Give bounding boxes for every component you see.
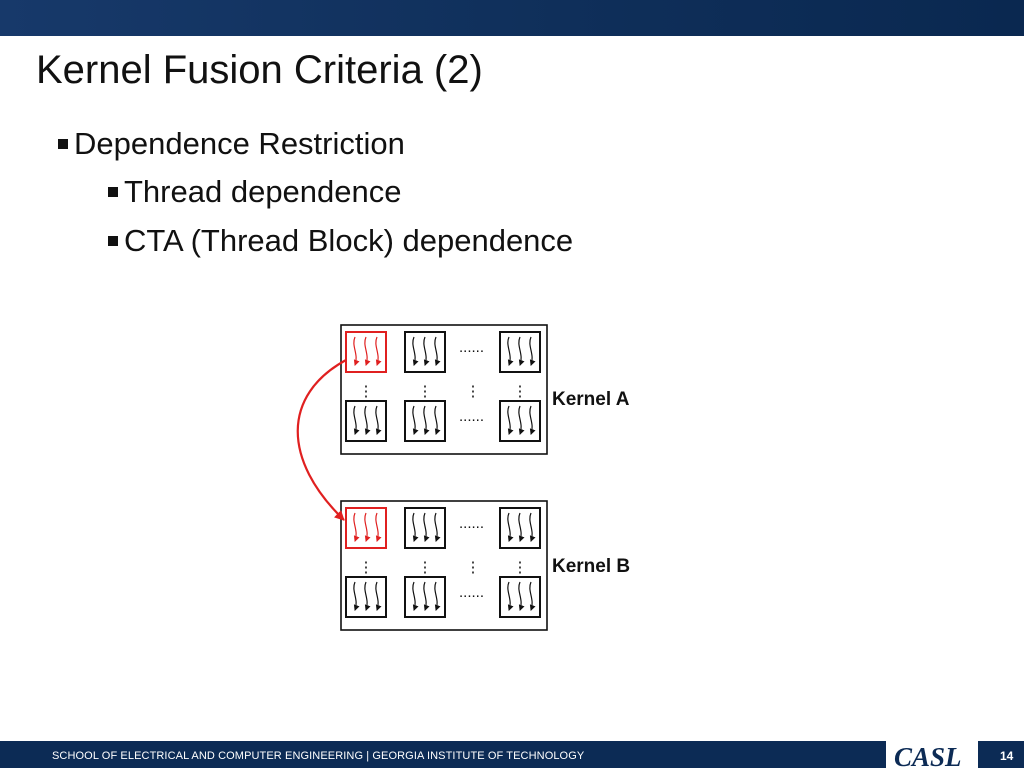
vertical-ellipsis: ⋮ (359, 383, 374, 400)
vertical-ellipsis: ⋮ (418, 559, 433, 576)
cta-block (499, 331, 541, 373)
thread-arrow-icon (375, 581, 382, 611)
thread-arrow-icon (507, 405, 514, 435)
thread-arrow-icon (412, 581, 419, 611)
vertical-ellipsis: ⋮ (466, 559, 481, 576)
kernel-a-label: Kernel A (552, 389, 630, 410)
thread-arrow-icon (412, 336, 419, 366)
thread-arrow-icon (423, 512, 430, 542)
slide-title: Kernel Fusion Criteria (2) (36, 48, 483, 92)
thread-arrow-icon (364, 336, 371, 366)
thread-arrow-icon (423, 336, 430, 366)
square-bullet-icon (108, 236, 118, 246)
footer-bar (0, 741, 1024, 768)
thread-arrow-icon (364, 581, 371, 611)
thread-arrow-icon (529, 581, 536, 611)
cta-block-highlighted (345, 331, 387, 373)
cta-block (499, 400, 541, 442)
thread-arrow-icon (434, 405, 441, 435)
casl-logo: CASL (886, 741, 978, 768)
thread-arrow-icon (507, 512, 514, 542)
thread-arrow-icon (434, 581, 441, 611)
kernel-b-label: Kernel B (552, 556, 630, 577)
page-number: 14 (1000, 749, 1014, 763)
thread-arrow-icon (529, 405, 536, 435)
cta-block (404, 331, 446, 373)
vertical-ellipsis: ⋮ (359, 559, 374, 576)
thread-arrow-icon (529, 336, 536, 366)
kernel-b: ............ ⋮ ⋮ ⋮ ⋮ (340, 500, 548, 631)
square-bullet-icon (58, 139, 68, 149)
thread-arrow-icon (364, 405, 371, 435)
vertical-ellipsis: ⋮ (418, 383, 433, 400)
thread-arrow-icon (412, 405, 419, 435)
thread-arrow-icon (529, 512, 536, 542)
thread-arrow-icon (375, 512, 382, 542)
cta-block (499, 576, 541, 618)
thread-arrow-icon (353, 336, 360, 366)
bullet-text: Thread dependence (124, 174, 402, 209)
thread-arrow-icon (423, 405, 430, 435)
thread-arrow-icon (412, 512, 419, 542)
thread-arrow-icon (375, 405, 382, 435)
kernel-a: ............ ⋮ ⋮ ⋮ ⋮ (340, 324, 548, 455)
bullet-text: CTA (Thread Block) dependence (124, 223, 574, 258)
footer-school-text: SCHOOL OF ELECTRICAL AND COMPUTER ENGINE… (52, 750, 585, 762)
thread-arrow-icon (518, 512, 525, 542)
dependency-arrow (296, 359, 347, 521)
cta-block-highlighted (345, 507, 387, 549)
cta-block (404, 576, 446, 618)
kernel-frame (340, 324, 548, 455)
vertical-ellipsis: ⋮ (513, 559, 528, 576)
thread-arrow-icon (507, 336, 514, 366)
bullet-thread-dependence: Thread dependence (108, 174, 402, 210)
cta-block (345, 576, 387, 618)
vertical-ellipsis: ⋮ (513, 383, 528, 400)
thread-arrow-icon (518, 581, 525, 611)
thread-arrow-icon (434, 512, 441, 542)
thread-arrow-icon (364, 512, 371, 542)
kernel-frame (340, 500, 548, 631)
horizontal-ellipsis: ...... (459, 515, 484, 532)
square-bullet-icon (108, 187, 118, 197)
cta-block (499, 507, 541, 549)
horizontal-ellipsis: ...... (459, 339, 484, 356)
thread-arrow-icon (518, 336, 525, 366)
bullet-text: Dependence Restriction (74, 126, 405, 161)
cta-block (404, 507, 446, 549)
horizontal-ellipsis: ...... (459, 584, 484, 601)
thread-arrow-icon (375, 336, 382, 366)
vertical-ellipsis: ⋮ (466, 383, 481, 400)
thread-arrow-icon (353, 512, 360, 542)
horizontal-ellipsis: ...... (459, 408, 484, 425)
thread-arrow-icon (423, 581, 430, 611)
thread-arrow-icon (518, 405, 525, 435)
cta-block (345, 400, 387, 442)
thread-arrow-icon (434, 336, 441, 366)
thread-arrow-icon (353, 581, 360, 611)
casl-logo-text: CASL (894, 742, 962, 768)
bullet-cta-dependence: CTA (Thread Block) dependence (108, 223, 573, 259)
cta-block (404, 400, 446, 442)
thread-arrow-icon (507, 581, 514, 611)
header-bar (0, 0, 1024, 36)
bullet-dependence-restriction: Dependence Restriction (58, 126, 405, 162)
thread-arrow-icon (353, 405, 360, 435)
